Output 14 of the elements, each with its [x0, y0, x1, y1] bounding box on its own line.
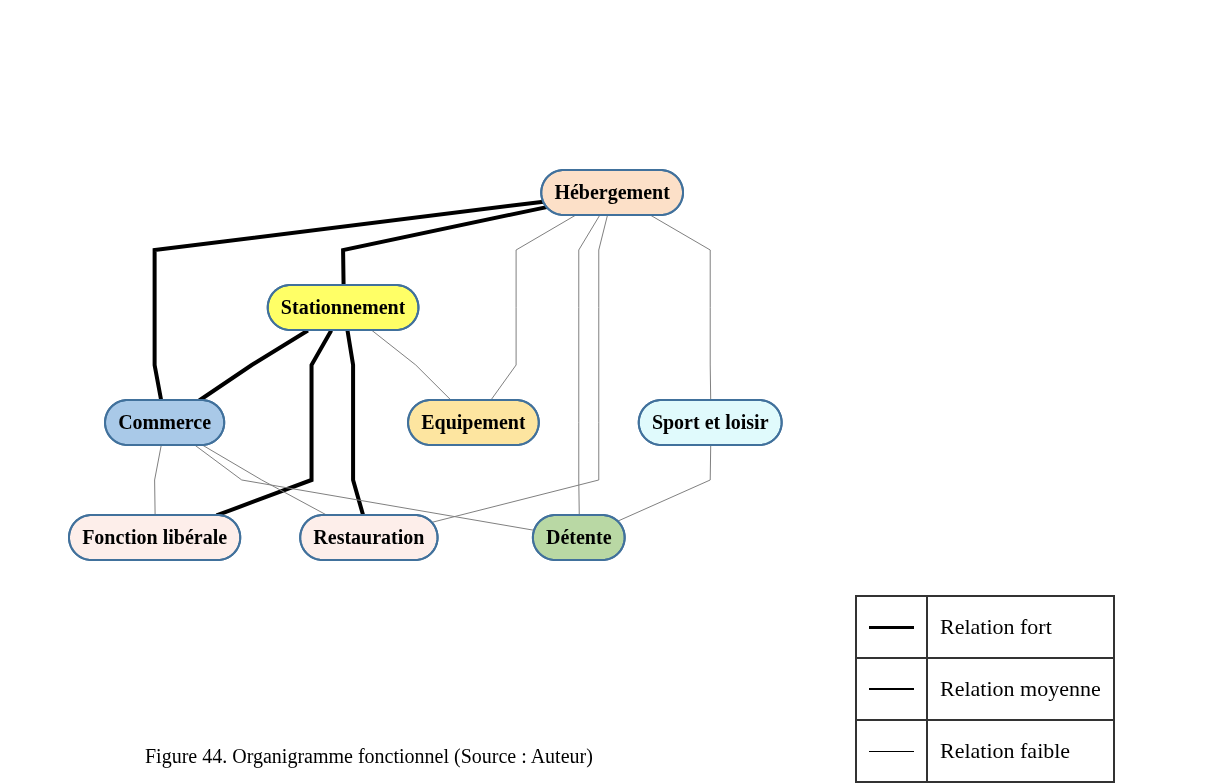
connector: [577, 215, 600, 516]
figure-caption: Figure 44. Organigramme fonctionnel (Source : Auteur): [145, 745, 593, 768]
connector: [340, 205, 547, 286]
legend-text: Relation fort: [940, 614, 1052, 639]
connector: [371, 330, 452, 401]
legend-text: Relation moyenne: [940, 676, 1101, 701]
connector: [215, 329, 333, 518]
legend-text: Relation faible: [940, 738, 1071, 763]
connector: [152, 199, 544, 401]
connector: [616, 445, 711, 522]
connector: [489, 215, 576, 401]
connector: [650, 215, 711, 401]
connector: [194, 445, 535, 531]
connector: [153, 445, 162, 516]
